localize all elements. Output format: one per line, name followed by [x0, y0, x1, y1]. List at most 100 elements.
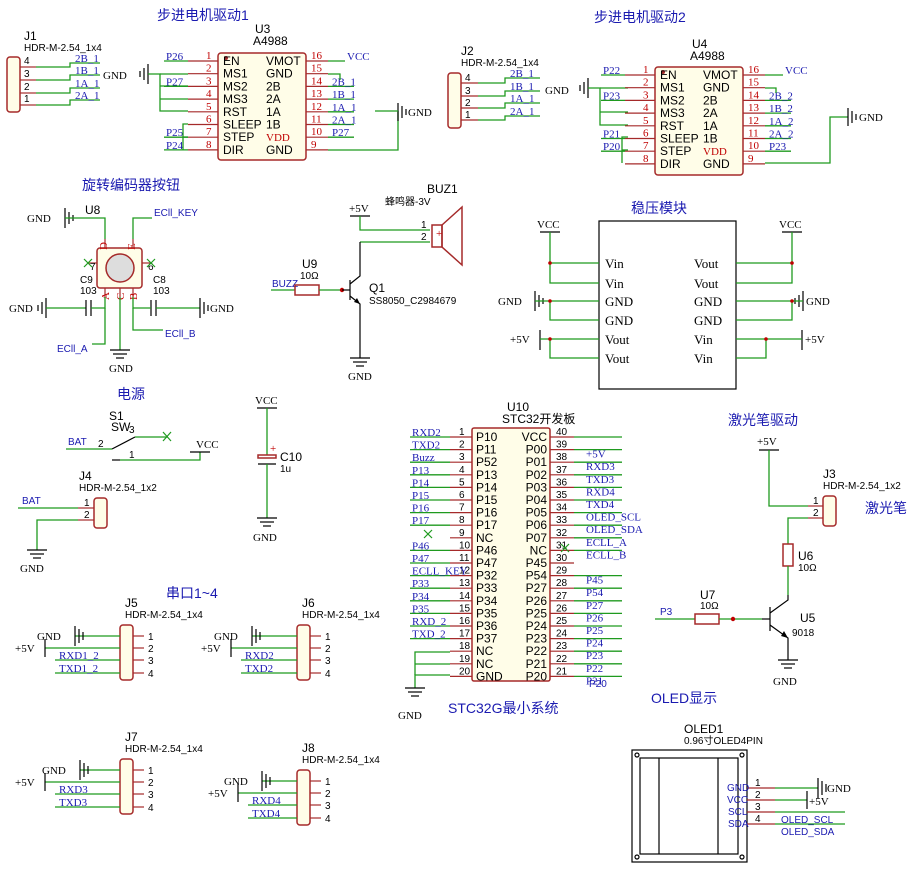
- u3-pin-name-1: EN: [223, 54, 240, 68]
- u10-pin-name-3: P52: [476, 455, 498, 469]
- svg-text:2: 2: [465, 98, 471, 109]
- u4-pin-7: 7: [643, 140, 649, 152]
- svg-text:1B_1: 1B_1: [75, 65, 99, 77]
- svg-text:1B_1: 1B_1: [510, 81, 534, 93]
- u4-net-7: P20: [603, 141, 621, 153]
- svg-text:ECll_A: ECll_A: [57, 344, 88, 355]
- u10-net-23: P23: [586, 650, 604, 662]
- svg-text:1A_1: 1A_1: [75, 78, 99, 90]
- svg-text:C: C: [115, 293, 127, 300]
- svg-text:GND: GND: [210, 303, 234, 315]
- j7-5v-label: +5V: [15, 777, 35, 789]
- svg-text:GND: GND: [859, 112, 883, 124]
- svg-text:U10: U10: [507, 400, 529, 414]
- title-power: 电源: [117, 386, 145, 402]
- u4-pin-name-15: GND: [703, 81, 730, 95]
- svg-text:GND: GND: [545, 85, 569, 97]
- svg-text:GND: GND: [498, 296, 522, 308]
- u10-pin-13: 13: [459, 578, 471, 589]
- svg-text:+5V: +5V: [510, 334, 530, 346]
- u3-net-12: 1A_1: [332, 102, 356, 114]
- j6-net-tx: TXD2: [245, 663, 273, 675]
- u4-pin-14: 14: [748, 89, 760, 101]
- u3-pin-name-16: VMOT: [266, 54, 301, 68]
- svg-text:SS8050_C2984679: SS8050_C2984679: [369, 296, 457, 307]
- oled-display: OLED1 0.96寸OLED4PIN GND VCC SCL SDA 1 2 …: [631, 722, 851, 863]
- svg-text:1A_1: 1A_1: [510, 93, 534, 105]
- u10-pin-22: 22: [556, 654, 568, 665]
- svg-text:SCL: SCL: [728, 807, 748, 818]
- u10-pin-23: 23: [556, 641, 568, 652]
- svg-text:103: 103: [153, 286, 170, 297]
- j7-net-rx: RXD3: [59, 784, 88, 796]
- u4-pin-10: 10: [748, 140, 760, 152]
- svg-text:A4988: A4988: [690, 49, 725, 63]
- j7-pin-2: 2: [148, 778, 154, 789]
- svg-text:U8: U8: [85, 203, 101, 217]
- svg-text:2: 2: [755, 790, 761, 801]
- svg-text:10Ω: 10Ω: [300, 271, 319, 282]
- j7-ref: J7: [125, 730, 138, 744]
- u3-pin-16: 16: [311, 50, 323, 62]
- j8-5v-label: +5V: [208, 788, 228, 800]
- u10-pin-name-7: P16: [476, 506, 498, 520]
- u3-pin-name-12: 1A: [266, 105, 281, 119]
- u10-pin-21: 21: [556, 666, 568, 677]
- chip-u3: U3 A4988: [217, 22, 307, 161]
- j7-body: [119, 758, 134, 815]
- svg-text:4: 4: [24, 56, 30, 67]
- u3-pin-name-7: STEP: [223, 130, 254, 144]
- u10-net-10: P46: [412, 540, 430, 552]
- u10-pin-name-12: P32: [476, 569, 498, 583]
- u10-pin-name-1: P10: [476, 430, 498, 444]
- u3-vcc-label: VCC: [347, 51, 370, 63]
- u3-pin-5: 5: [206, 101, 212, 113]
- j5-5v-label: +5V: [15, 643, 35, 655]
- u10-pin-name-28: P27: [526, 581, 548, 595]
- u3-net-13: 1B_1: [332, 89, 356, 101]
- svg-text:GND: GND: [109, 363, 133, 375]
- svg-text:P20: P20: [589, 679, 607, 690]
- u10-net-12: ECLL_KEY: [412, 566, 468, 578]
- u10-pin-17: 17: [459, 629, 471, 640]
- svg-text:1: 1: [421, 220, 427, 231]
- u10-pin-33: 33: [556, 515, 568, 526]
- j7-pin-3: 3: [148, 790, 154, 801]
- u4-pin-name-12: 1A: [703, 119, 718, 133]
- j7-net-tx: TXD3: [59, 797, 88, 809]
- svg-text:2B_1: 2B_1: [75, 53, 99, 65]
- u3-net-14: 2B_1: [332, 76, 356, 88]
- u4-pin-name-9: GND: [703, 157, 730, 171]
- svg-text:+5V: +5V: [349, 203, 369, 215]
- u4-pin-13: 13: [748, 102, 760, 114]
- svg-text:BAT: BAT: [68, 437, 87, 448]
- svg-text:+5V: +5V: [809, 796, 829, 808]
- u4-pin-name-5: RST: [660, 119, 685, 133]
- svg-text:3: 3: [24, 69, 30, 80]
- j5-pin-2: 2: [148, 644, 154, 655]
- svg-text:+: +: [270, 443, 276, 455]
- u10-pin-name-36: P03: [526, 480, 548, 494]
- u3-pin-13: 13: [311, 88, 323, 100]
- u10-pin-4: 4: [459, 465, 465, 476]
- u4-pin-name-7: STEP: [660, 144, 691, 158]
- svg-text:2B_1: 2B_1: [510, 68, 534, 80]
- u10-pin-name-19: NC: [476, 657, 494, 671]
- u4-pin-5: 5: [643, 115, 649, 127]
- u3-pin-name-13: 2A: [266, 92, 281, 106]
- svg-text:BAT: BAT: [22, 496, 41, 507]
- gnd-symbol-u4-right: GND: [847, 108, 883, 126]
- reg-left-2: GND: [605, 294, 633, 309]
- j6-pin-2: 2: [325, 644, 331, 655]
- svg-text:J1: J1: [24, 29, 37, 43]
- u10-pin-name-14: P34: [476, 594, 498, 608]
- svg-text:BUZ1: BUZ1: [427, 182, 458, 196]
- u4-net-10: P23: [769, 141, 787, 153]
- u10-pin-name-32: P07: [526, 531, 548, 545]
- u10-pin-25: 25: [556, 616, 568, 627]
- u10-net-35: TXD4: [586, 499, 615, 511]
- u4-pin-11: 11: [748, 128, 759, 140]
- u10-pin-8: 8: [459, 515, 465, 526]
